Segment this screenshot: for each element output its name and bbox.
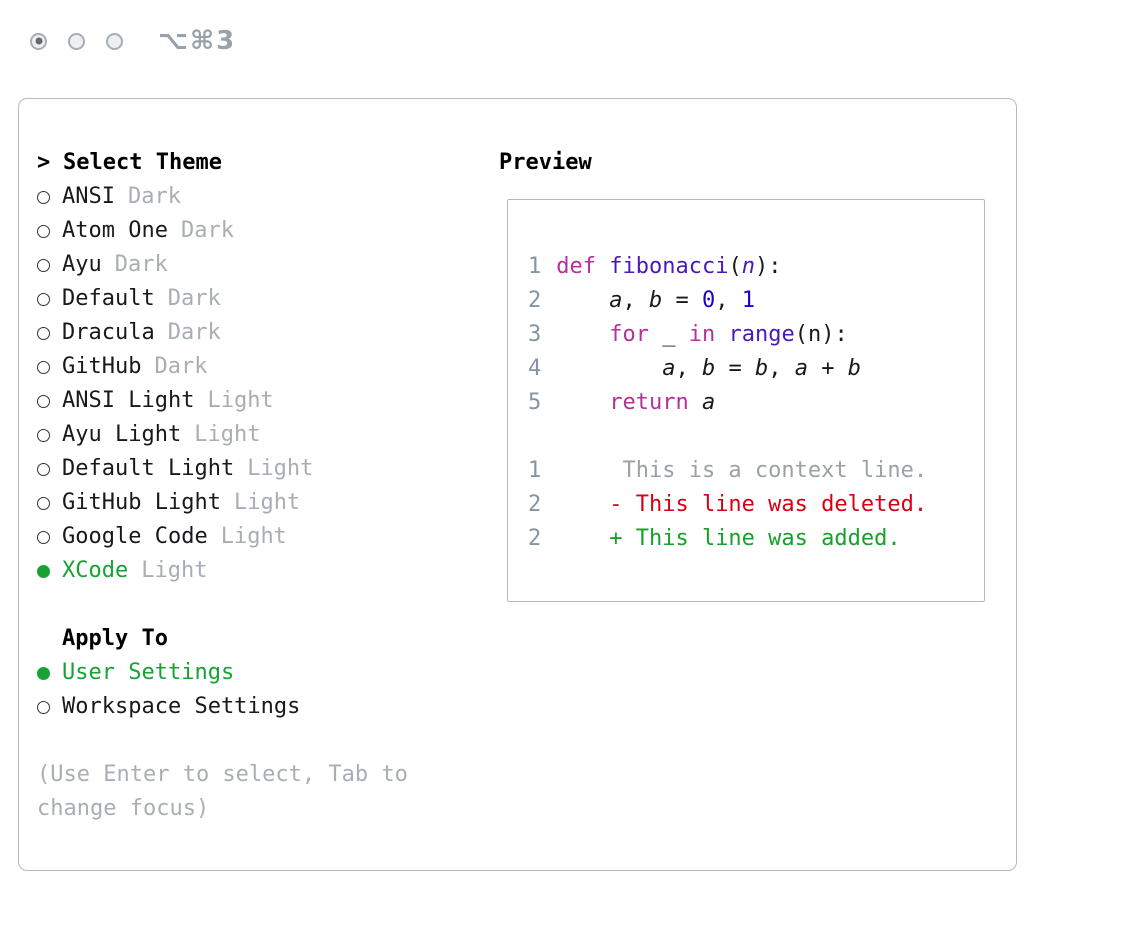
option-variant: Light — [220, 524, 287, 549]
option-variant: Light — [141, 558, 208, 583]
theme-option-default-light[interactable]: Default Light Light — [37, 452, 469, 486]
theme-option-default[interactable]: Default Dark — [37, 282, 469, 316]
radio-icon — [37, 190, 50, 204]
line-number: 4 — [528, 356, 542, 381]
code-text: + This line was added. — [556, 526, 901, 551]
option-label: Google Code — [62, 524, 208, 549]
option-variant: Light — [207, 388, 274, 413]
line-number: 1 — [528, 458, 542, 483]
theme-option-google-code[interactable]: Google Code Light — [37, 520, 469, 554]
option-variant: Dark — [127, 184, 181, 209]
theme-option-ayu-light[interactable]: Ayu Light Light — [37, 418, 469, 452]
radio-icon — [37, 224, 50, 238]
radio-icon — [37, 462, 50, 476]
theme-option-dracula[interactable]: Dracula Dark — [37, 316, 469, 350]
option-label: ANSI — [62, 184, 115, 209]
window-button-minimize[interactable] — [68, 32, 85, 50]
keyboard-shortcut: ⌥⌘3 — [158, 26, 237, 56]
option-label: Atom One — [62, 218, 168, 243]
radio-icon — [37, 326, 50, 340]
option-label: GitHub — [62, 354, 142, 379]
option-variant: Light — [233, 490, 301, 515]
option-label: Ayu Light — [62, 422, 182, 447]
code-text: def fibonacci(n): — [556, 254, 782, 279]
code-text: This is a context line. — [556, 458, 928, 483]
theme-option-github[interactable]: GitHub Dark — [37, 350, 469, 384]
theme-option-atom-one[interactable]: Atom One Dark — [37, 214, 469, 248]
code-line: 5 return a — [528, 386, 984, 420]
code-line: 2 - This line was deleted. — [528, 488, 984, 522]
theme-option-xcode[interactable]: XCode Light — [37, 554, 469, 588]
code-line: 1 This is a context line. — [528, 454, 984, 488]
radio-icon — [37, 530, 50, 544]
code-text: a, b = 0, 1 — [609, 288, 755, 313]
radio-icon — [37, 292, 50, 306]
radio-icon — [37, 394, 50, 408]
option-label: Default — [62, 286, 155, 311]
apply-to-header: Apply To — [62, 626, 168, 651]
code-line: 2 a, b = 0, 1 — [528, 284, 984, 318]
radio-icon — [37, 700, 50, 714]
option-variant: Dark — [167, 286, 221, 311]
code-text: - This line was deleted. — [556, 492, 928, 517]
focus-caret-icon: > — [37, 150, 51, 175]
theme-option-ansi[interactable]: ANSI Dark — [37, 180, 469, 214]
radio-icon — [37, 258, 50, 272]
radio-icon — [37, 360, 50, 374]
code-line: 4 a, b = b, a + b — [528, 352, 984, 386]
line-number: 5 — [528, 390, 542, 415]
radio-selected-icon — [37, 666, 50, 680]
code-line — [528, 420, 984, 454]
select-theme-header: > Select Theme — [37, 146, 469, 180]
option-label: Dracula — [62, 320, 155, 345]
radio-icon — [37, 496, 50, 510]
option-variant: Light — [247, 456, 314, 481]
option-label: ANSI Light — [62, 388, 195, 413]
theme-option-ayu[interactable]: Ayu Dark — [37, 248, 469, 282]
select-theme-title: Select Theme — [63, 150, 222, 175]
line-number: 2 — [528, 526, 542, 551]
spacer — [37, 588, 469, 622]
option-variant: Dark — [114, 252, 168, 277]
option-label: Default Light — [62, 456, 235, 481]
radio-selected-icon — [37, 564, 50, 578]
apply-option-workspace-settings[interactable]: Workspace Settings — [37, 690, 469, 724]
option-variant: Light — [194, 422, 261, 447]
apply-option-user-settings[interactable]: User Settings — [37, 656, 469, 690]
code-text: a, b = b, a + b — [662, 356, 861, 381]
hint-text: (Use Enter to select, Tab to change focu… — [37, 762, 408, 821]
option-variant: Dark — [154, 354, 208, 379]
code-line: 3 for _ in range(n): — [528, 318, 984, 352]
code-line: 2 + This line was added. — [528, 522, 984, 556]
code-text: for _ in range(n): — [609, 322, 848, 347]
line-number: 3 — [528, 322, 542, 347]
window-controls: ⌥⌘3 — [30, 26, 236, 56]
option-label: GitHub Light — [62, 490, 221, 515]
option-variant: Dark — [180, 218, 234, 243]
option-label: User Settings — [62, 660, 235, 685]
option-label: Workspace Settings — [62, 694, 301, 719]
code-line: 1 def fibonacci(n): — [528, 250, 984, 284]
line-number: 2 — [528, 492, 542, 517]
theme-option-ansi-light[interactable]: ANSI Light Light — [37, 384, 469, 418]
code-text: return a — [609, 390, 716, 415]
preview-title: Preview — [499, 150, 592, 175]
line-number: 2 — [528, 288, 542, 313]
option-label: Ayu — [62, 252, 102, 277]
line-number: 1 — [528, 254, 542, 279]
option-label: XCode — [62, 558, 129, 583]
theme-option-github-light[interactable]: GitHub Light Light — [37, 486, 469, 520]
window-button-zoom[interactable] — [106, 32, 123, 50]
window-button-close[interactable] — [30, 32, 47, 50]
radio-icon — [37, 428, 50, 442]
option-variant: Dark — [167, 320, 221, 345]
